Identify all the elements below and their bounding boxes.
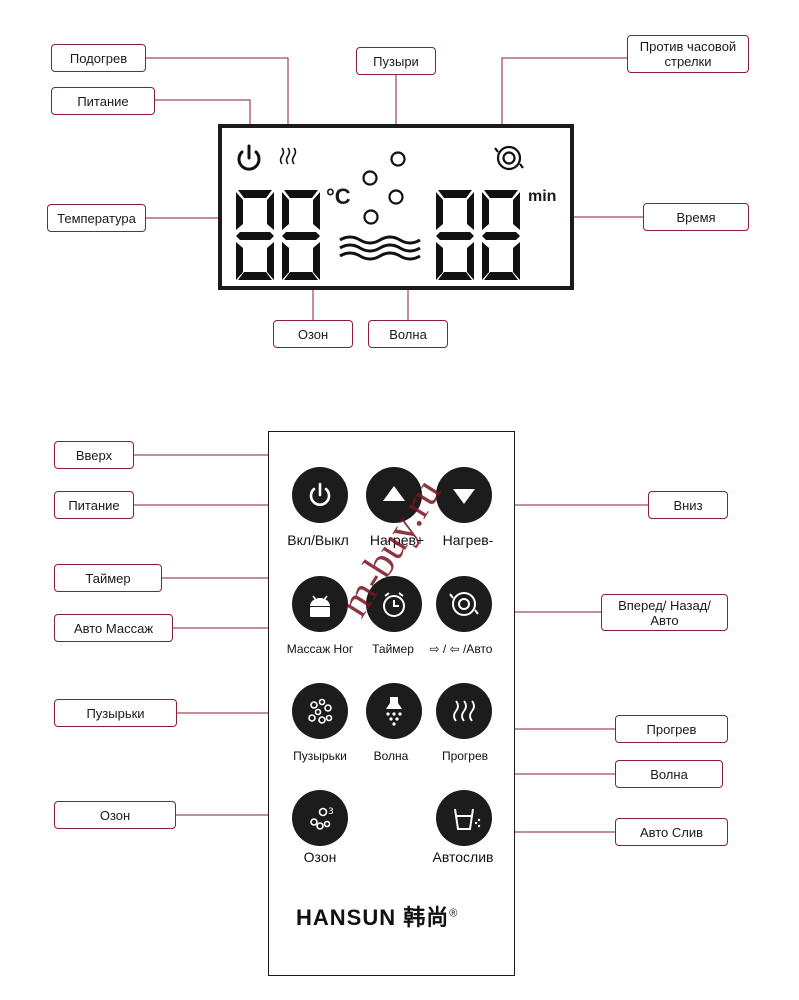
power-icon — [237, 144, 261, 171]
alarm-clock-icon — [383, 592, 405, 617]
callout-power: Питание — [51, 87, 155, 115]
arrow-down-icon — [453, 489, 475, 504]
direction-auto-label: ⇨ / ⇦ /Авто — [429, 642, 493, 656]
ozone-button[interactable]: 3 — [292, 790, 348, 846]
massage-icon — [310, 595, 330, 617]
wave-label: Волна — [373, 749, 409, 763]
callout-bubbles: Пузыри — [356, 47, 436, 75]
direction-auto-button[interactable] — [436, 576, 492, 632]
callout-auto-massage: Авто Массаж — [54, 614, 173, 642]
heating-icon — [453, 700, 475, 722]
callout-remote-power: Питание — [54, 491, 134, 519]
callout-direction: Вперед/ Назад/Авто — [601, 594, 728, 631]
heating-icon — [279, 147, 297, 165]
time-digits — [436, 190, 520, 280]
callout-timer: Таймер — [54, 564, 162, 592]
bubbles-label: Пузырьки — [293, 749, 347, 763]
wave-icon — [339, 235, 421, 261]
foot-massage-label: Массаж Ног — [286, 642, 354, 656]
power-icon — [309, 482, 331, 506]
preheat-button[interactable] — [436, 683, 492, 739]
auto-drain-button[interactable] — [436, 790, 492, 846]
callout-auto-drain: Авто Слив — [615, 818, 728, 846]
registered-mark: ® — [449, 907, 459, 920]
callout-preheat: Прогрев — [615, 715, 728, 743]
bubbles-icon — [308, 698, 333, 724]
callout-bubbles-remote: Пузырьки — [54, 699, 177, 727]
svg-text:3: 3 — [328, 807, 334, 817]
rotation-icon — [449, 592, 479, 616]
power-button[interactable] — [292, 467, 348, 523]
spray-icon — [386, 697, 402, 726]
callout-heating: Подогрев — [51, 44, 146, 72]
temperature-unit: °C — [326, 184, 351, 209]
callout-down: Вниз — [648, 491, 728, 519]
line-counterclockwise — [501, 57, 627, 146]
line-heating — [146, 57, 289, 150]
heat-down-button[interactable] — [436, 467, 492, 523]
drain-cup-icon — [454, 808, 481, 830]
timer-label: Таймер — [372, 642, 414, 656]
bubbles-icon — [362, 151, 406, 225]
brand-name: HANSUN 韩尚 — [296, 905, 450, 930]
time-unit: min — [528, 188, 557, 205]
callout-wave: Волна — [368, 320, 448, 348]
callout-wave-remote: Волна — [615, 760, 723, 788]
temperature-digits — [236, 190, 320, 280]
wave-button[interactable] — [366, 683, 422, 739]
auto-drain-label: Автослив — [432, 849, 494, 865]
brand-logo: HANSUN 韩尚® — [296, 900, 458, 932]
ozone-icon: 3 — [310, 807, 334, 830]
heat-down-label: Нагрев- — [442, 532, 494, 548]
heat-up-label: Нагрев+ — [369, 532, 425, 548]
heat-up-button[interactable] — [366, 467, 422, 523]
callout-time: Время — [643, 203, 749, 231]
callout-ozone-remote: Озон — [54, 801, 176, 829]
preheat-label: Прогрев — [441, 749, 489, 763]
power-button-label: Вкл/Выкл — [287, 532, 349, 548]
callout-temperature: Температура — [47, 204, 146, 232]
counterclockwise-icon — [494, 145, 524, 171]
foot-massage-button[interactable] — [292, 576, 348, 632]
timer-button[interactable] — [366, 576, 422, 632]
ozone-label: Озон — [303, 849, 337, 865]
callout-up: Вверх — [54, 441, 134, 469]
callout-ozone: Озон — [273, 320, 353, 348]
arrow-up-icon — [383, 486, 405, 501]
lcd-graphics — [236, 144, 524, 280]
callout-counterclockwise: Против часовой стрелки — [627, 35, 749, 73]
lcd-display: °C min — [218, 124, 574, 290]
bubbles-button[interactable] — [292, 683, 348, 739]
